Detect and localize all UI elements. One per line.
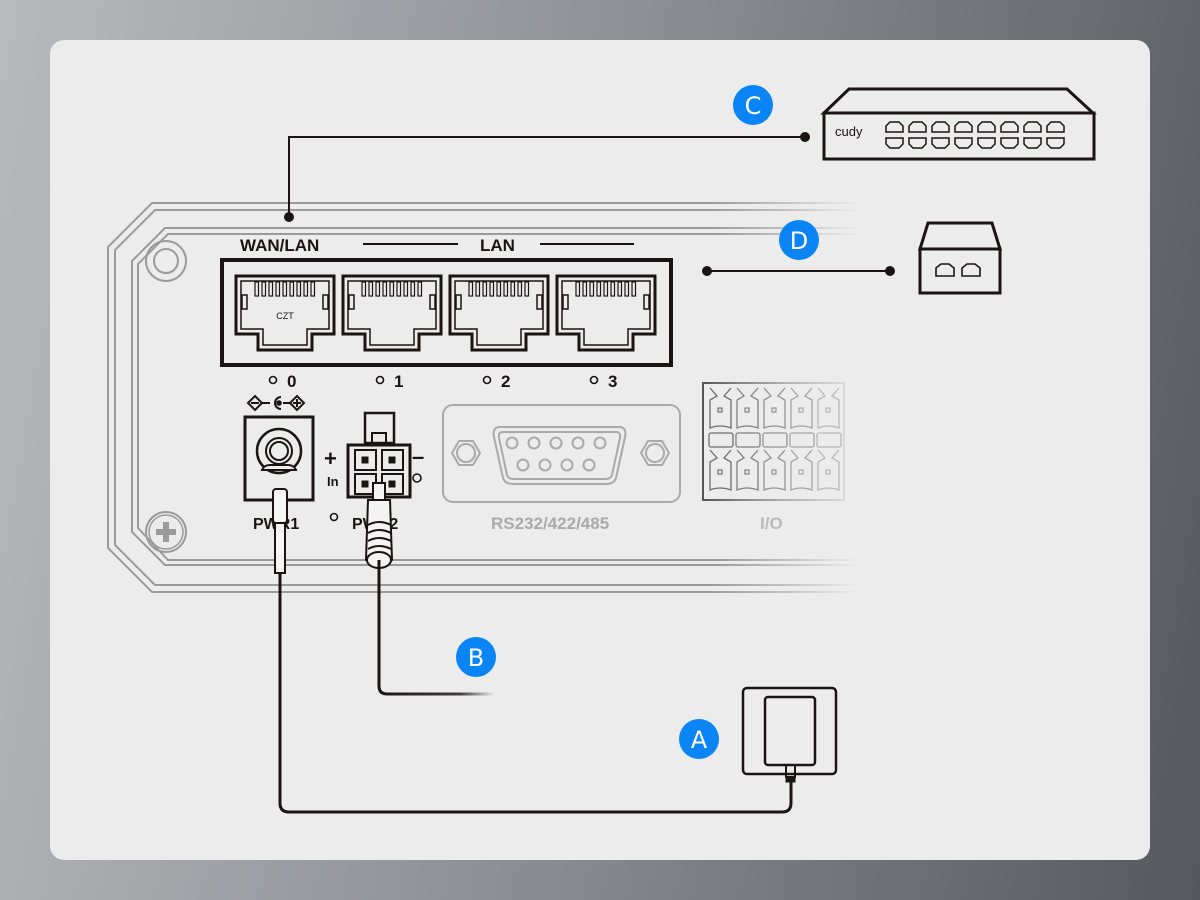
- io-terminal-block[interactable]: [702, 382, 845, 501]
- network-switch: [820, 87, 1097, 161]
- callout-letter: D: [790, 227, 808, 255]
- cable-d: [702, 266, 895, 276]
- wan-lan-label: WAN/LAN: [240, 236, 319, 255]
- cable-a: [278, 573, 793, 814]
- pwr1-plug: [272, 488, 288, 574]
- serial-label: RS232/422/485: [491, 514, 609, 533]
- callout-badge-d: D: [779, 220, 819, 260]
- port-number-label: 1: [394, 372, 403, 391]
- pwr1-led-icon: [329, 512, 339, 522]
- ethernet-port-1[interactable]: [341, 274, 443, 352]
- port-number-label: 3: [608, 372, 617, 391]
- callout-letter: B: [468, 644, 484, 672]
- mount-hole-icon: [145, 240, 187, 282]
- port-led-icon: [482, 375, 492, 385]
- switch-brand-logo: cudy: [835, 124, 863, 139]
- cable-c: [284, 132, 810, 222]
- ethernet-port-0[interactable]: CZT: [234, 274, 336, 352]
- cable-b: [377, 560, 495, 696]
- callout-badge-b: B: [456, 637, 496, 677]
- screw-icon: [145, 511, 187, 553]
- io-label: I/O: [760, 514, 783, 533]
- switch-ports: [885, 121, 1065, 149]
- poe-injector: [917, 221, 1003, 295]
- pwr2-plug: [364, 482, 394, 569]
- ethernet-port-2[interactable]: [448, 274, 550, 352]
- serial-port[interactable]: [442, 404, 681, 503]
- minus-sign: –: [412, 444, 424, 469]
- port-marking: CZT: [276, 311, 294, 321]
- port-led-icon: [589, 375, 599, 385]
- serial-pins: [505, 436, 607, 472]
- port-led-icon: [375, 375, 385, 385]
- pwr1-dc-jack[interactable]: [243, 415, 315, 502]
- port-led-icon: [268, 375, 278, 385]
- port-number-label: 0: [287, 372, 296, 391]
- plus-sign: +: [324, 446, 337, 471]
- callout-badge-c: C: [733, 85, 773, 125]
- power-adapter: [741, 686, 838, 783]
- callout-badge-a: A: [679, 719, 719, 759]
- dc-polarity-icon: [246, 394, 306, 412]
- ethernet-port-block: [220, 258, 673, 367]
- lan-label: LAN: [480, 236, 515, 255]
- callout-letter: A: [691, 726, 708, 754]
- ethernet-port-3[interactable]: [555, 274, 657, 352]
- pwr2-led-icon: [412, 473, 422, 483]
- in-label: In: [327, 474, 339, 489]
- port-number-label: 2: [501, 372, 510, 391]
- callout-letter: C: [745, 92, 762, 120]
